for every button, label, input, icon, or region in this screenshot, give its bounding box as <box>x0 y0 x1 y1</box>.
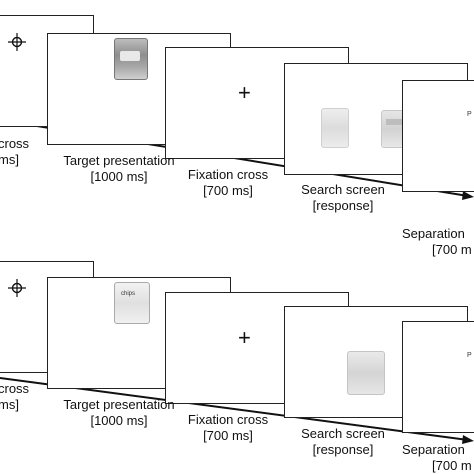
bottom-label-separation: Separation[700 m <box>402 442 472 473</box>
crosshair-icon <box>8 33 26 51</box>
top-label-search: Search screen[response] <box>301 182 385 213</box>
top-label-target: Target presentation[1000 ms] <box>63 153 175 184</box>
crosshair-icon <box>8 279 26 297</box>
separation-text: P <box>467 352 472 359</box>
top-label-separation: Separation[700 m <box>402 226 472 257</box>
separation-text: P <box>467 111 472 118</box>
top-label-fixation: Fixation cross[700 ms] <box>187 167 269 198</box>
search-package-center <box>347 351 385 395</box>
bottom-label-fixation: Fixation cross[700 ms] <box>187 412 269 443</box>
bottom-label-target: Target presentation[1000 ms] <box>63 397 175 428</box>
target-package-image: chips <box>114 282 150 324</box>
bottom-frame-separation: P <box>402 321 474 433</box>
package-brand-text: chips <box>121 291 136 297</box>
target-package-image <box>114 38 148 80</box>
fixation-cross: + <box>238 80 251 105</box>
fixation-cross: + <box>238 325 251 350</box>
bottom-label-search: Search screen[response] <box>301 426 385 457</box>
top-frame-separation: P <box>402 80 474 192</box>
search-package-left <box>321 108 349 148</box>
